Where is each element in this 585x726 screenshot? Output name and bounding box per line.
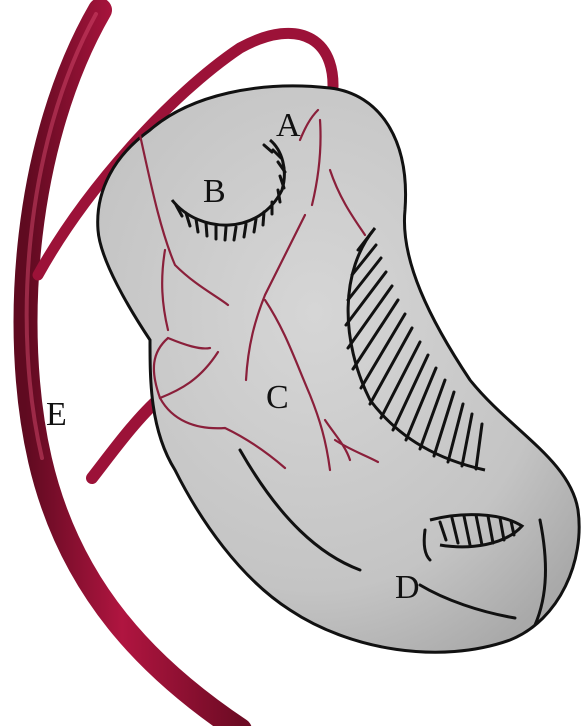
label-c: C bbox=[266, 379, 289, 416]
lower-arterial-branch bbox=[92, 398, 160, 478]
label-b: B bbox=[203, 173, 226, 210]
organ-outline bbox=[98, 86, 579, 652]
label-d: D bbox=[395, 569, 420, 606]
label-a: A bbox=[276, 107, 301, 144]
label-e: E bbox=[46, 396, 67, 433]
